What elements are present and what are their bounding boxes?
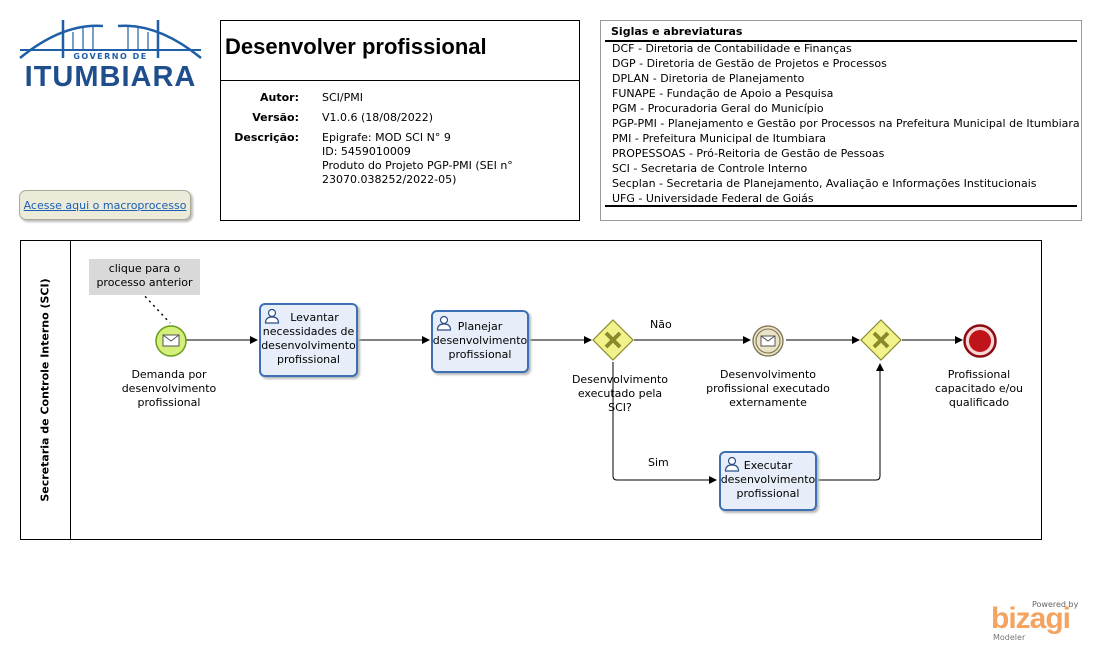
acronyms-box bbox=[600, 20, 1082, 221]
label-line: desenvolvimento bbox=[720, 473, 816, 486]
acronym-item: DGP - Diretoria de Gestão de Projetos e … bbox=[612, 57, 887, 70]
flow-label-yes: Sim bbox=[648, 456, 669, 469]
task-label: Levantar necessidades de desenvolvimento… bbox=[259, 311, 358, 367]
label-line: SCI? bbox=[608, 401, 632, 414]
label-line: capacitado e/ou bbox=[934, 382, 1024, 395]
start-event-label: Demanda por desenvolvimento profissional bbox=[109, 368, 229, 410]
label-line: Demanda por bbox=[131, 368, 207, 381]
page-title: Desenvolver profissional bbox=[225, 34, 487, 59]
label-line: qualificado bbox=[948, 396, 1010, 409]
label-line: Desenvolvimento bbox=[571, 373, 669, 386]
acronym-item: UFG - Universidade Federal de Goiás bbox=[612, 192, 814, 205]
acronym-item: Secplan - Secretaria de Planejamento, Av… bbox=[612, 177, 1037, 190]
acronym-item: DPLAN - Diretoria de Planejamento bbox=[612, 72, 805, 85]
task-levantar-necessidades[interactable] bbox=[259, 303, 358, 377]
acronyms-top-rule bbox=[605, 40, 1077, 42]
user-task-icon bbox=[436, 315, 452, 331]
macroprocess-link-button[interactable]: Acesse aqui o macroprocesso bbox=[19, 190, 191, 220]
bizagi-logo: bizagi bbox=[991, 602, 1071, 635]
label-line: profissional bbox=[736, 487, 800, 500]
version-label: Versão: bbox=[252, 111, 299, 124]
logo-top-text: GOVERNO DE bbox=[73, 52, 148, 61]
label-line: profissional bbox=[277, 353, 340, 366]
label-line: externamente bbox=[729, 396, 807, 409]
acronym-item: PGP-PMI - Planejamento e Gestão por Proc… bbox=[612, 117, 1080, 130]
label-line: desenvolvimento bbox=[261, 339, 356, 352]
acronyms-bottom-rule bbox=[605, 205, 1077, 207]
description-line: ID: 5459010009 bbox=[322, 145, 411, 158]
author-label: Autor: bbox=[260, 91, 299, 104]
annotation-line: processo anterior bbox=[96, 276, 193, 289]
version-value: V1.0.6 (18/08/2022) bbox=[322, 111, 433, 124]
header-divider bbox=[221, 80, 579, 81]
annotation-box[interactable] bbox=[89, 259, 200, 295]
macroprocess-link[interactable]: Acesse aqui o macroprocesso bbox=[23, 198, 187, 212]
acronym-item: PGM - Procuradoria Geral do Município bbox=[612, 102, 824, 115]
bizagi-product: Modeler bbox=[993, 633, 1026, 642]
task-label: Planejar desenvolvimento profissional bbox=[431, 320, 529, 362]
label-line: Executar bbox=[743, 459, 793, 472]
acronym-item: DCF - Diretoria de Contabilidade e Finan… bbox=[612, 42, 852, 55]
user-task-icon bbox=[724, 456, 740, 472]
acronym-item: PROPESSOAS - Pró-Reitoria de Gestão de P… bbox=[612, 147, 885, 160]
flow-label-no: Não bbox=[650, 318, 672, 331]
lane-divider bbox=[70, 240, 71, 540]
acronym-item: PMI - Prefeitura Municipal de Itumbiara bbox=[612, 132, 826, 145]
label-line: desenvolvimento bbox=[121, 382, 217, 395]
label-line: Levantar bbox=[290, 311, 339, 324]
acronyms-title: Siglas e abreviaturas bbox=[611, 25, 743, 38]
description-line: 23070.038252/2022-05) bbox=[322, 173, 457, 186]
label-line: desenvolvimento bbox=[432, 334, 528, 347]
author-value: SCI/PMI bbox=[322, 91, 363, 104]
description-label: Descrição: bbox=[234, 131, 299, 144]
annotation-line: clique para o bbox=[108, 262, 181, 275]
label-line: profissional executado bbox=[706, 382, 830, 395]
process-pool bbox=[20, 240, 1042, 540]
label-line: Profissional bbox=[947, 368, 1011, 381]
label-line: executado pela bbox=[577, 387, 663, 400]
merge-gateway[interactable] bbox=[859, 318, 903, 362]
label-line: profissional bbox=[448, 348, 512, 361]
label-line: necessidades de bbox=[262, 325, 355, 338]
annotation-text[interactable]: clique para o processo anterior bbox=[89, 262, 200, 290]
start-message-event[interactable] bbox=[154, 324, 188, 358]
intermediate-message-event[interactable] bbox=[751, 324, 785, 358]
end-event-label: Profissional capacitado e/ou qualificado bbox=[919, 368, 1039, 410]
acronym-item: SCI - Secretaria de Controle Interno bbox=[612, 162, 808, 175]
header-box bbox=[220, 20, 580, 221]
gateway-question-label: Desenvolvimento executado pela SCI? bbox=[560, 373, 680, 415]
powered-by-text: Powered by bbox=[1032, 600, 1079, 609]
label-line: profissional bbox=[137, 396, 201, 409]
exclusive-gateway[interactable] bbox=[591, 318, 635, 362]
task-label: Executar desenvolvimento profissional bbox=[719, 459, 817, 501]
user-task-icon bbox=[264, 308, 280, 324]
label-line: Planejar bbox=[457, 320, 503, 333]
intermediate-event-label: Desenvolvimento profissional executado e… bbox=[703, 368, 833, 410]
acronym-item: FUNAPE - Fundação de Apoio a Pesquisa bbox=[612, 87, 834, 100]
end-event[interactable] bbox=[962, 323, 998, 359]
logo-name: ITUMBIARA bbox=[24, 61, 197, 93]
itumbiara-logo bbox=[19, 20, 202, 59]
label-line: Desenvolvimento bbox=[719, 368, 817, 381]
description-line: Epigrafe: MOD SCI N° 9 bbox=[322, 131, 451, 144]
description-line: Produto do Projeto PGP-PMI (SEI n° bbox=[322, 159, 513, 172]
